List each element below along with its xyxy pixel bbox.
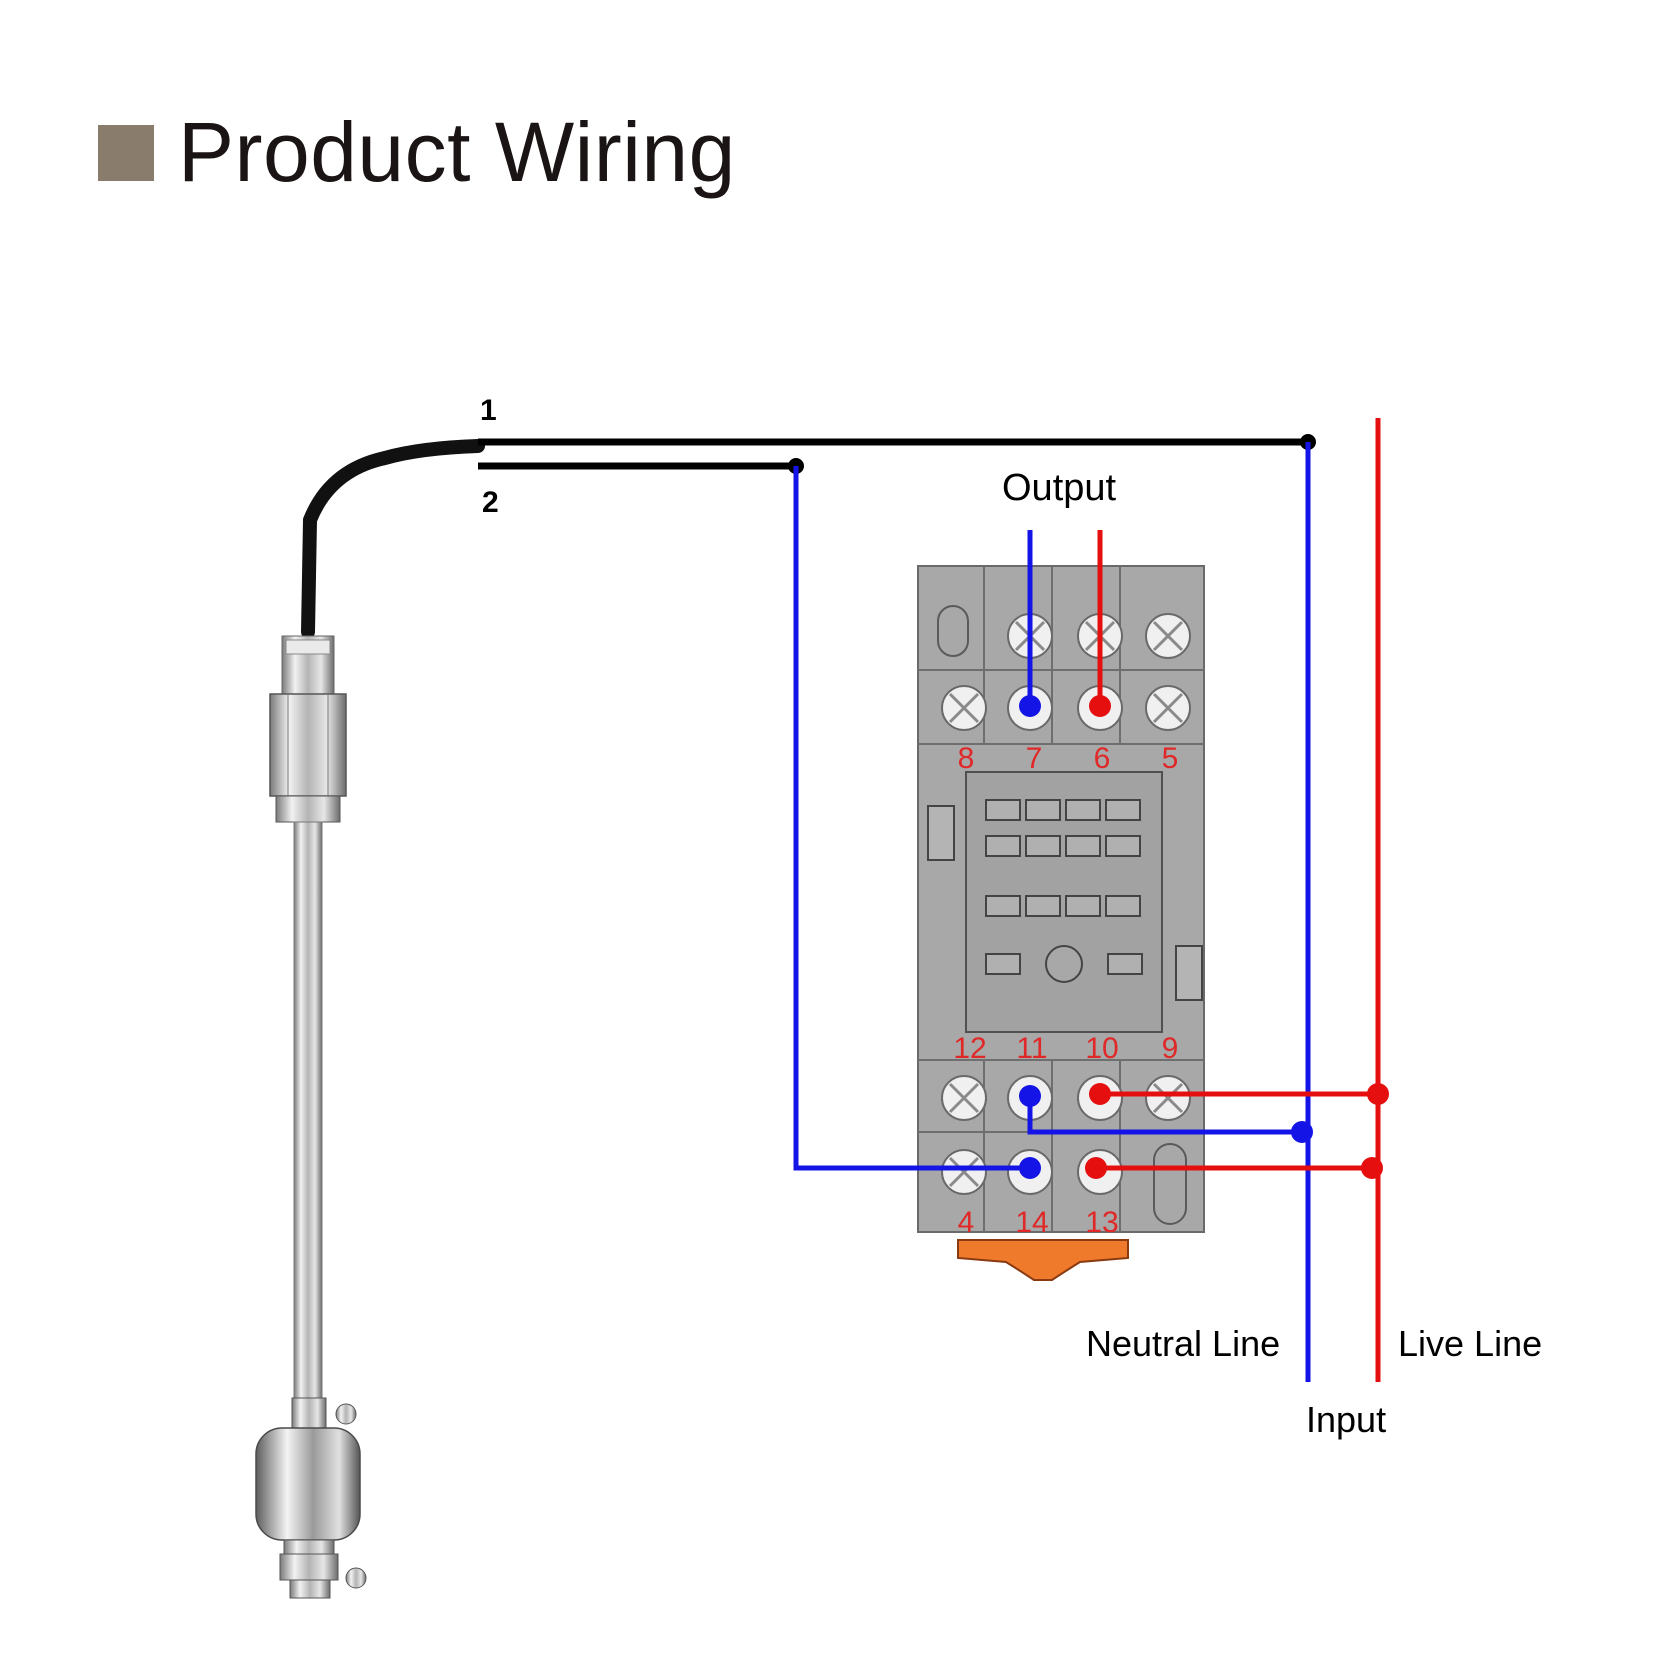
sensor-wires — [478, 434, 1316, 474]
title-square-icon — [98, 124, 154, 181]
live-junction-upper — [1367, 1083, 1389, 1105]
terminal-9-label: 9 — [1162, 1032, 1179, 1065]
title-text: Product Wiring — [178, 105, 736, 199]
terminal-10-dot — [1089, 1083, 1111, 1105]
live-line-label: Live Line — [1398, 1323, 1542, 1364]
float-ball — [255, 1427, 361, 1541]
terminal-numbers: 8 7 6 5 12 11 10 9 4 14 13 — [953, 742, 1178, 1239]
input-label: Input — [1306, 1399, 1386, 1440]
sensor-rod — [293, 821, 323, 1433]
terminal-11-label: 11 — [1016, 1032, 1047, 1065]
terminal-6-label: 6 — [1094, 742, 1111, 775]
latch-clip — [957, 1239, 1129, 1281]
float-sensor — [255, 439, 485, 1599]
terminal-7-dot — [1019, 695, 1041, 717]
terminal-7-label: 7 — [1026, 742, 1043, 775]
wire1-label: 1 — [480, 394, 497, 427]
sensor-cable — [301, 439, 485, 639]
live-wiring — [1097, 418, 1381, 1382]
page-title: Product Wiring — [98, 104, 736, 201]
wire2-label: 2 — [482, 486, 499, 519]
neutral-junction — [1291, 1121, 1313, 1143]
terminal-8-label: 8 — [958, 742, 975, 775]
terminal-10-label: 10 — [1085, 1032, 1118, 1065]
output-label: Output — [1002, 467, 1117, 509]
terminal-12-label: 12 — [953, 1032, 986, 1065]
neutral-wiring — [793, 442, 1311, 1382]
terminal-11-dot — [1019, 1085, 1041, 1107]
neutral-line-label: Neutral Line — [1086, 1323, 1280, 1364]
terminal-13-dot — [1085, 1157, 1107, 1179]
terminal-6-dot — [1089, 695, 1111, 717]
terminal-14-label: 14 — [1015, 1206, 1048, 1239]
terminal-4-label: 4 — [958, 1206, 975, 1239]
terminal-13-label: 13 — [1085, 1206, 1118, 1239]
hex-nut — [269, 693, 347, 797]
terminal-14-dot — [1019, 1157, 1041, 1179]
live-junction-lower — [1361, 1157, 1383, 1179]
terminal-5-label: 5 — [1162, 742, 1179, 775]
